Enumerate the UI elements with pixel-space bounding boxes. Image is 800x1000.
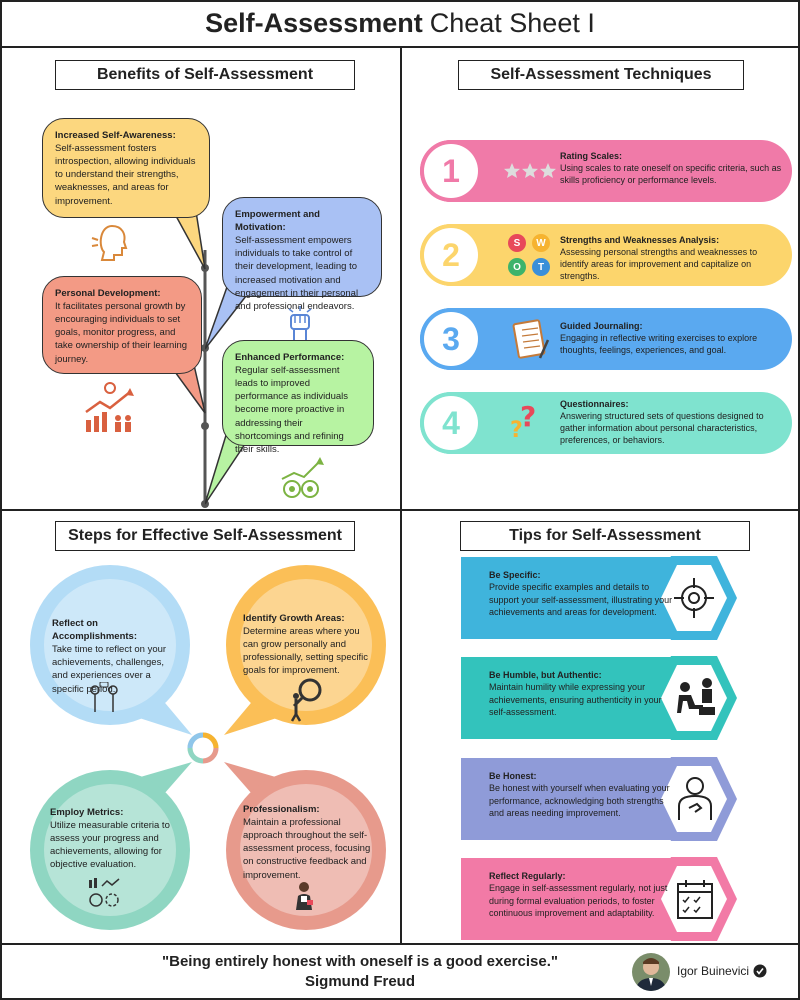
technique-text: Answering structured sets of questions d… <box>560 411 764 446</box>
bubble-tail <box>169 205 206 270</box>
tip-title: Reflect Regularly: <box>489 871 566 881</box>
swot-o: O <box>508 258 526 276</box>
technique-text: Engaging in reflective writing exercises… <box>560 333 758 356</box>
steps-heading: Steps for Effective Self-Assessment <box>55 521 355 551</box>
footer-quote-block: "Being entirely honest with oneself is a… <box>0 952 720 993</box>
benefit-personal-development: Personal Development: It facilitates per… <box>42 276 202 374</box>
technique-title: Rating Scales: <box>560 151 623 161</box>
question-marks-icon: ? ? <box>510 400 537 443</box>
benefit-enhanced-performance: Enhanced Performance: Regular self-asses… <box>222 340 374 455</box>
rating-stars-icon <box>504 163 556 178</box>
metrics-dashboard-icon <box>89 878 120 907</box>
benefit-text: Self-assessment fosters introspection, a… <box>55 143 196 207</box>
author-block: Igor Buinevici <box>677 964 767 978</box>
techniques-heading: Self-Assessment Techniques <box>458 60 744 90</box>
journal-notebook-icon <box>512 319 550 359</box>
swot-w: W <box>532 234 550 252</box>
swot-s: S <box>508 234 526 252</box>
humble-people-icon <box>677 678 715 715</box>
tip-reflect-regularly: Reflect Regularly: Engage in self-assess… <box>461 857 737 941</box>
technique-text: Assessing personal strengths and weaknes… <box>560 247 758 282</box>
technique-rating-scales: 1 Rating Scales: Using scales to rate on… <box>420 140 792 202</box>
professional-woman-icon <box>296 882 313 910</box>
raised-fist-icon <box>288 306 312 342</box>
technique-questionnaires: 4 ? ? Questionnaires: Answering structur… <box>420 392 792 454</box>
tips-heading: Tips for Self-Assessment <box>460 521 750 551</box>
calendar-checklist-icon <box>677 880 713 919</box>
step-reflect-accomplishments: Reflect on Accomplishments: Take time to… <box>52 617 182 696</box>
vertical-divider <box>400 48 402 943</box>
technique-guided-journaling: 3 Guided Journaling: Engaging in reflect… <box>420 308 792 370</box>
horizontal-divider <box>0 509 800 511</box>
step-identify-growth-areas: Identify Growth Areas: Determine areas w… <box>243 612 371 678</box>
swot-t: T <box>532 258 550 276</box>
performance-gears-icon <box>281 457 324 498</box>
technique-text: Using scales to rate oneself on specific… <box>560 163 782 186</box>
step-text: Utilize measurable criteria to assess yo… <box>50 820 170 871</box>
step-text: Determine areas where you can grow perso… <box>243 626 368 677</box>
benefit-title: Personal Development: <box>55 288 161 299</box>
technique-number: 2 <box>424 228 478 282</box>
benefit-text: Self-assessment empowers individuals to … <box>235 235 359 312</box>
author-avatar <box>632 953 670 991</box>
reflection-people-icon <box>90 682 118 712</box>
step-circle-reflect <box>30 565 192 735</box>
benefit-title: Increased Self-Awareness: <box>55 130 176 141</box>
tip-text: Engage in self-assessment regularly, not… <box>489 883 668 919</box>
benefit-text: Regular self-assessment leads to improve… <box>235 365 349 455</box>
benefit-empowerment-motivation: Empowerment and Motivation: Self-assessm… <box>222 197 382 312</box>
technique-number: 4 <box>424 396 478 450</box>
technique-number: 3 <box>424 312 478 366</box>
growth-chart-people-icon <box>85 382 134 432</box>
tip-be-specific: Be Specific: Provide specific examples a… <box>461 556 737 640</box>
step-circle-professionalism <box>224 762 386 930</box>
magnifier-person-icon <box>290 678 322 722</box>
tip-title: Be Specific: <box>489 570 541 580</box>
tip-be-humble-authentic: Be Humble, but Authentic: Maintain humil… <box>461 656 737 740</box>
step-circle-metrics <box>30 762 192 930</box>
benefits-heading: Benefits of Self-Assessment <box>55 60 355 90</box>
page-title: Self-Assessment Cheat Sheet I <box>0 0 800 48</box>
swot-icon: S W O T <box>508 234 554 278</box>
thinking-head-icon <box>91 224 128 261</box>
hexagon-badge <box>651 556 737 640</box>
steps-center-ring <box>187 732 219 764</box>
technique-title: Guided Journaling: <box>560 321 643 331</box>
tip-text: Be honest with yourself when evaluating … <box>489 783 670 819</box>
tip-title: Be Honest: <box>489 771 537 781</box>
step-text: Maintain a professional approach through… <box>243 817 371 881</box>
step-professionalism: Professionalism: Maintain a professional… <box>243 803 371 882</box>
quote-author: Sigmund Freud <box>305 973 415 991</box>
page-title-rest: Cheat Sheet I <box>429 7 595 38</box>
tip-text: Maintain humility while expressing your … <box>489 682 662 718</box>
benefit-increased-self-awareness: Increased Self-Awareness: Self-assessmen… <box>42 118 210 218</box>
target-focus-icon <box>674 578 714 618</box>
technique-title: Strengths and Weaknesses Analysis: <box>560 235 720 245</box>
technique-number: 1 <box>424 144 478 198</box>
technique-title: Questionnaires: <box>560 399 629 409</box>
page-title-bold: Self-Assessment <box>205 7 423 38</box>
benefit-text: It facilitates personal growth by encour… <box>55 301 188 365</box>
quote-text: "Being entirely honest with oneself is a… <box>162 953 558 970</box>
tip-text: Provide specific examples and details to… <box>489 582 673 618</box>
benefit-title: Enhanced Performance: <box>235 352 345 363</box>
bubble-tail <box>169 365 206 414</box>
hand-on-heart-person-icon <box>678 777 712 820</box>
technique-swot-analysis: 2 S W O T Strengths and Weaknesses Analy… <box>420 224 792 286</box>
step-text: Take time to reflect on your achievement… <box>52 644 167 695</box>
step-title: Professionalism: <box>243 804 320 815</box>
tip-be-honest: Be Honest: Be honest with yourself when … <box>461 757 737 841</box>
step-employ-metrics: Employ Metrics: Utilize measurable crite… <box>50 806 178 872</box>
verified-badge-icon <box>753 964 767 978</box>
step-circle-growth <box>224 565 386 735</box>
footer <box>0 943 800 1000</box>
step-title: Employ Metrics: <box>50 807 124 818</box>
author-name: Igor Buinevici <box>677 964 750 978</box>
tip-title: Be Humble, but Authentic: <box>489 670 602 680</box>
step-title: Reflect on Accomplishments: <box>52 618 137 643</box>
benefit-title: Empowerment and Motivation: <box>235 209 320 234</box>
step-title: Identify Growth Areas: <box>243 613 345 624</box>
